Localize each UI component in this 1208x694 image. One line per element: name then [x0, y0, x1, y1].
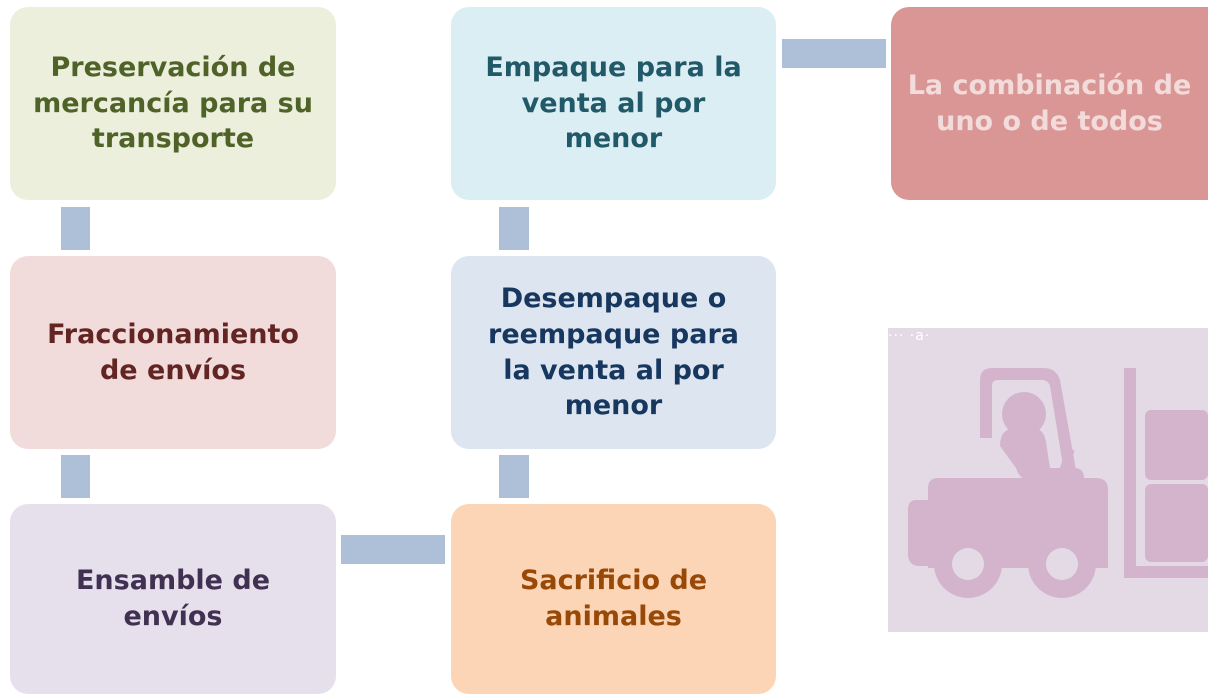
connector-desempaque-empaque	[499, 207, 529, 250]
node-empaque-label: Empaque para la venta al por menor	[485, 52, 742, 155]
forklift-graphic: ··· ·a·	[888, 328, 1208, 632]
node-sacrificio-label: Sacrificio de animales	[519, 565, 708, 632]
connector-preservacion-fraccionamiento	[61, 207, 90, 250]
node-desempaque: Desempaque o reempaque para la venta al …	[451, 256, 776, 449]
forklift-icon	[908, 368, 1208, 598]
node-ensamble-label: Ensamble de envíos	[75, 565, 271, 632]
node-sacrificio: Sacrificio de animales	[451, 504, 776, 694]
node-preservacion-label: Preservación de mercancía para su transp…	[33, 52, 313, 155]
connector-ensamble-sacrificio	[341, 535, 445, 564]
node-combinacion-label: La combinación de uno o de todos	[907, 69, 1192, 137]
node-combinacion: La combinación de uno o de todos	[891, 7, 1208, 200]
graphic-text-fragment: ··· ·a·	[888, 328, 931, 344]
node-empaque: Empaque para la venta al por menor	[451, 7, 776, 200]
node-fraccionamiento: Fraccionamiento de envíos	[10, 256, 336, 449]
node-ensamble: Ensamble de envíos	[10, 504, 336, 694]
connector-sacrificio-desempaque	[499, 455, 529, 498]
node-preservacion: Preservación de mercancía para su transp…	[10, 7, 336, 200]
connector-empaque-combinacion	[782, 39, 886, 68]
node-desempaque-label: Desempaque o reempaque para la venta al …	[488, 283, 739, 422]
connector-fraccionamiento-ensamble	[61, 455, 90, 498]
node-fraccionamiento-label: Fraccionamiento de envíos	[47, 318, 299, 386]
